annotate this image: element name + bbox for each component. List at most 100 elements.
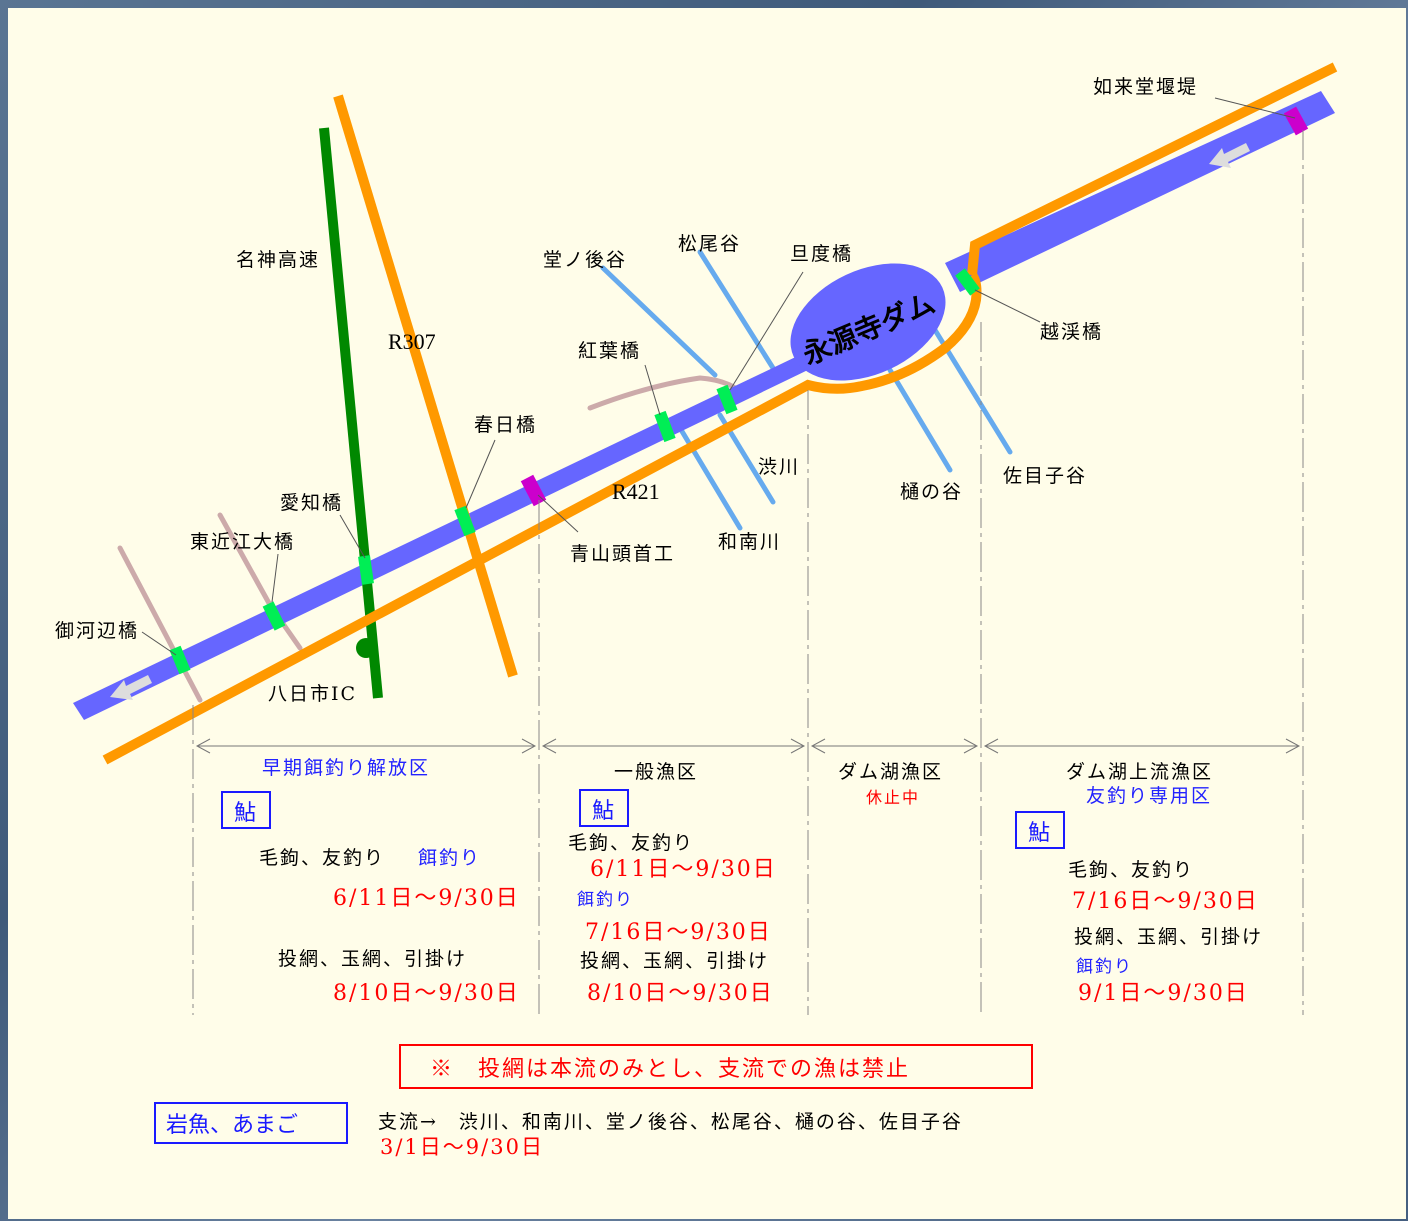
zone4-subtitle: 友釣り専用区 — [1086, 785, 1212, 807]
zone-general: 一般漁区 鮎 毛鉤、友釣り 6/11日～9/30日 餌釣り 7/16日～9/30… — [568, 761, 777, 1006]
zone4-title: ダム湖上流漁区 — [1066, 761, 1213, 783]
label-shibukawa: 渋川 — [758, 456, 800, 478]
weirs — [520, 106, 1309, 507]
label-expressway: 名神高速 — [236, 249, 320, 271]
main-river — [73, 91, 1335, 720]
label-wanami: 和南川 — [718, 531, 781, 553]
label-matsuo: 松尾谷 — [678, 233, 741, 255]
iwana-streams: 支流→ 渋川、和南川、堂ノ後谷、松尾谷、樋の谷、佐目子谷 — [378, 1111, 963, 1133]
zone2-date3: 8/10日～9/30日 — [587, 981, 774, 1006]
zone1-line1: 毛鉤、友釣り — [259, 847, 385, 869]
notice-box — [399, 1044, 1033, 1089]
leader-higashiomi — [271, 553, 279, 603]
road-r307 — [333, 94, 518, 678]
minor-road-mikawabe — [117, 545, 203, 703]
label-ic: 八日市IC — [268, 683, 357, 705]
iwana-date: 3/1日～9/30日 — [380, 1135, 544, 1159]
zone4-date1: 7/16日～9/30日 — [1072, 889, 1259, 914]
bridge-higashiomi — [262, 601, 286, 631]
zone-early-bait: 早期餌釣り解放区 鮎 毛鉤、友釣り 餌釣り 6/11日～9/30日 投網、玉網、… — [221, 757, 520, 1006]
leader-koyo — [644, 364, 661, 416]
iwana-box — [154, 1102, 348, 1144]
bridge-mikawabe — [169, 645, 191, 675]
zone2-date2: 7/16日～9/30日 — [585, 920, 772, 945]
bridge-koyo — [654, 410, 676, 443]
zone2-line2: 餌釣り — [577, 890, 634, 910]
flow-arrow-upper-icon — [1209, 143, 1250, 168]
flow-arrows — [110, 143, 1250, 700]
bridge-tando — [716, 384, 738, 415]
weir-aoyama — [520, 474, 547, 507]
zone1-fish-box — [221, 791, 271, 829]
zone2-title: 一般漁区 — [614, 761, 698, 783]
zone3-title: ダム湖漁区 — [838, 761, 943, 783]
yokaichi-ic-icon — [356, 638, 376, 658]
zone4-line3: 餌釣り — [1076, 957, 1133, 977]
notice-text: ※ 投網は本流のみとし、支流での漁は禁止 — [430, 1057, 910, 1082]
zone-upstream: ダム湖上流漁区 友釣り専用区 鮎 毛鉤、友釣り 7/16日～9/30日 投網、玉… — [1015, 761, 1263, 1006]
bridges — [169, 268, 980, 675]
label-r421: R421 — [612, 479, 660, 504]
zone2-date1: 6/11日～9/30日 — [590, 857, 777, 882]
meishin-expressway — [319, 127, 383, 699]
label-donogo: 堂ノ後谷 — [543, 249, 627, 271]
zone4-date3: 9/1日～9/30日 — [1078, 981, 1249, 1006]
zone1-title: 早期餌釣り解放区 — [262, 757, 430, 779]
leader-aoyama — [537, 494, 579, 533]
stream-toi — [887, 367, 953, 473]
main-roads — [102, 62, 1338, 765]
zone2-line1: 毛鉤、友釣り — [568, 832, 694, 854]
zone2-line3: 投網、玉網、引掛け — [580, 950, 769, 972]
zone4-line1: 毛鉤、友釣り — [1068, 859, 1194, 881]
zone1-date2: 8/10日～9/30日 — [333, 981, 520, 1006]
label-aichi: 愛知橋 — [280, 492, 343, 514]
zone-dam-lake: ダム湖漁区 休止中 — [838, 761, 943, 807]
leader-mikawabe — [141, 631, 177, 656]
zone1-fish: 鮎 — [234, 801, 256, 826]
label-kasuga: 春日橋 — [474, 414, 537, 436]
label-nyoraido: 如来堂堰堤 — [1093, 76, 1198, 98]
zone4-line2: 投網、玉網、引掛け — [1074, 926, 1263, 948]
road-r421 — [102, 271, 982, 765]
zone4-fish-box — [1015, 811, 1065, 849]
label-koyo: 紅葉橋 — [578, 340, 641, 362]
dam-lake — [790, 263, 946, 381]
leader-tando — [729, 271, 804, 391]
zone1-line1b: 餌釣り — [418, 847, 481, 869]
bridge-aichi — [358, 555, 374, 585]
bridge-etsukei — [955, 268, 980, 296]
leader-nyoraido — [1214, 97, 1296, 119]
flow-arrow-lower-icon — [110, 675, 152, 700]
label-toi: 樋の谷 — [900, 481, 963, 503]
zone1-date1: 6/11日～9/30日 — [333, 886, 520, 911]
map-panel: 名神高速 R307 R421 永源寺ダム 八日市IC 御河辺橋 東近江大橋 愛知… — [8, 8, 1406, 1219]
iwana-label: 岩魚、あまご — [166, 1113, 298, 1138]
zone-dividers — [192, 130, 1304, 1015]
bridge-kasuga — [454, 505, 476, 537]
label-tando: 旦度橋 — [790, 243, 853, 265]
label-higashiomi: 東近江大橋 — [190, 531, 295, 553]
leader-lines — [141, 97, 1296, 656]
map-labels: 名神高速 R307 R421 永源寺ダム 八日市IC 御河辺橋 東近江大橋 愛知… — [55, 76, 1198, 705]
minor-road-koyo — [587, 375, 741, 411]
river-upper — [945, 91, 1335, 292]
stream-matsuo — [697, 249, 776, 371]
label-aoyama: 青山頭首工 — [570, 543, 675, 565]
stream-donogo — [600, 265, 718, 378]
road-r421-upper — [967, 62, 1338, 276]
zone-range-arrows — [195, 738, 1301, 754]
leader-kasuga — [465, 439, 496, 509]
zone2-fish: 鮎 — [592, 799, 614, 824]
river-body — [73, 352, 812, 720]
leader-etsukei — [974, 289, 1041, 323]
fishing-zone-map: 名神高速 R307 R421 永源寺ダム 八日市IC 御河辺橋 東近江大橋 愛知… — [55, 62, 1338, 1159]
zone1-line2: 投網、玉網、引掛け — [278, 948, 467, 970]
label-r307: R307 — [388, 329, 436, 354]
weir-nyoraido — [1283, 106, 1309, 136]
leader-aichi — [339, 514, 366, 559]
label-etsukei: 越渓橋 — [1040, 321, 1103, 343]
zone4-fish: 鮎 — [1028, 821, 1050, 846]
label-samego: 佐目子谷 — [1003, 465, 1087, 487]
zone2-fish-box — [579, 789, 629, 827]
label-mikawabe: 御河辺橋 — [55, 620, 139, 642]
